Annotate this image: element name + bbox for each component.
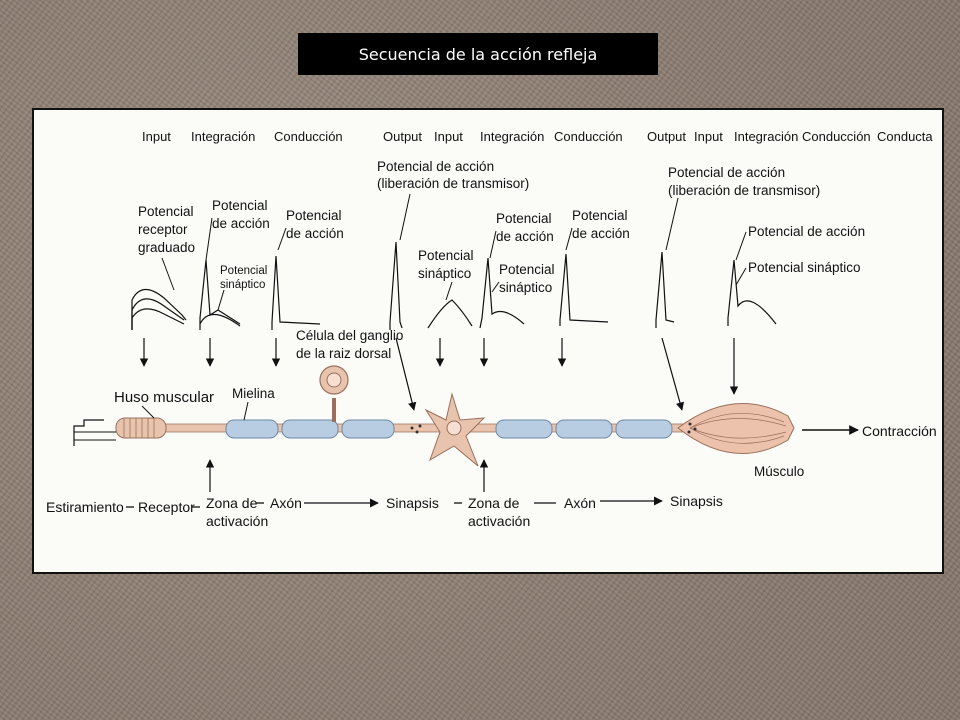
label-pot-accion-4a: Potencial (572, 208, 628, 223)
label-pot-sinaptico-small-b: sináptico (220, 279, 265, 291)
label-pot-liberacion-2b: (liberación de transmisor) (668, 183, 820, 198)
seq-zona-2a: Zona de (468, 495, 520, 511)
wave-output-1 (389, 241, 403, 330)
header-output-2: Output (647, 129, 686, 144)
header-conduccion-3: Conducción (802, 129, 871, 144)
label-pointers (161, 193, 747, 311)
header-input-3: Input (694, 129, 723, 144)
label-pot-receptor-1: Potencial (138, 204, 194, 219)
seq-zona-1a: Zona de (206, 495, 258, 511)
label-ganglio-a: Célula del ganglio (296, 328, 403, 343)
label-pot-sinaptico-5: Potencial sináptico (748, 260, 861, 275)
wave-integracion-1 (199, 259, 241, 330)
header-conduccion-1: Conducción (274, 129, 343, 144)
header-input-1: Input (142, 129, 171, 144)
label-pot-sinaptico-2a: Potencial (418, 248, 474, 263)
label-pot-accion-3b: de acción (496, 229, 554, 244)
header-integracion-3: Integración (734, 129, 798, 144)
seq-axon-2: Axón (564, 495, 596, 511)
label-pot-liberacion-1a: Potencial de acción (377, 159, 494, 174)
anatomy-labels: Célula del ganglio de la raiz dorsal Hus… (114, 328, 937, 479)
anatomy-pointers (141, 401, 859, 435)
wave-output-2 (655, 251, 675, 328)
wave-integracion-1b (199, 313, 241, 327)
reflex-diagram: Input Integración Conducción Output Inpu… (46, 129, 937, 529)
seq-sinapsis-2: Sinapsis (670, 493, 723, 509)
reflex-diagram-panel: Input Integración Conducción Output Inpu… (32, 108, 944, 574)
header-conduccion-2: Conducción (554, 129, 623, 144)
label-pot-receptor-3: graduado (138, 240, 195, 255)
label-pot-accion-3a: Potencial (496, 211, 552, 226)
header-integracion-2: Integración (480, 129, 544, 144)
label-ganglio-b: de la raiz dorsal (296, 346, 391, 361)
seq-sinapsis-1: Sinapsis (386, 495, 439, 511)
stretch-symbol (73, 419, 104, 446)
seq-zona-1b: activación (206, 513, 268, 529)
label-pot-liberacion-2a: Potencial de acción (668, 165, 785, 180)
wave-receptor-3 (131, 308, 185, 330)
label-pot-sinaptico-2b: sináptico (418, 266, 471, 281)
wave-sinaptico-2 (427, 299, 473, 329)
wave-accion-2 (559, 253, 609, 326)
muscle-spindle (115, 417, 167, 439)
header-output-1: Output (383, 129, 422, 144)
label-musculo: Músculo (754, 464, 804, 479)
label-pot-accion-4b: de acción (572, 226, 630, 241)
seq-receptor: Receptor (138, 499, 195, 515)
label-pot-sinaptico-3a: Potencial (499, 262, 555, 277)
wave-receptor-1 (131, 288, 187, 330)
down-arrows (139, 337, 739, 411)
header-integracion-1: Integración (191, 129, 255, 144)
slide-title: Secuencia de la acción refleja (298, 33, 658, 75)
label-pot-accion-1a: Potencial (212, 198, 268, 213)
label-mielina: Mielina (232, 386, 275, 401)
wave-accion-1 (271, 255, 321, 330)
seq-axon-1: Axón (270, 495, 302, 511)
label-pot-accion-1b: de acción (212, 216, 270, 231)
waveforms (131, 241, 777, 330)
seq-estiramiento: Estiramiento (46, 499, 124, 515)
wave-receptor-2 (131, 298, 185, 330)
label-huso-muscular: Huso muscular (114, 389, 214, 406)
myelin-segments (225, 419, 673, 439)
label-pot-accion-2a: Potencial (286, 208, 342, 223)
seq-zona-2b: activación (468, 513, 530, 529)
header-input-2: Input (434, 129, 463, 144)
wave-integracion-2 (479, 257, 525, 329)
label-contraccion: Contracción (862, 423, 937, 439)
nerve-fiber (73, 365, 795, 467)
header-conducta: Conducta (877, 129, 933, 144)
signal-labels: Potencial receptor graduado Potencial de… (138, 159, 865, 295)
label-pot-liberacion-1b: (liberación de transmisor) (377, 176, 529, 191)
label-pot-accion-2b: de acción (286, 226, 344, 241)
label-pot-accion-5: Potencial de acción (748, 224, 865, 239)
label-pot-sinaptico-small-a: Potencial (220, 265, 267, 277)
sequence-arrows (126, 496, 663, 508)
label-pot-sinaptico-3b: sináptico (499, 280, 552, 295)
sequence-row: Estiramiento Receptor Zona de activación… (46, 493, 723, 529)
wave-integracion-3 (727, 259, 777, 326)
label-pot-receptor-2: receptor (138, 222, 188, 237)
up-arrows (205, 459, 489, 492)
stage-header: Input Integración Conducción Output Inpu… (142, 129, 933, 144)
